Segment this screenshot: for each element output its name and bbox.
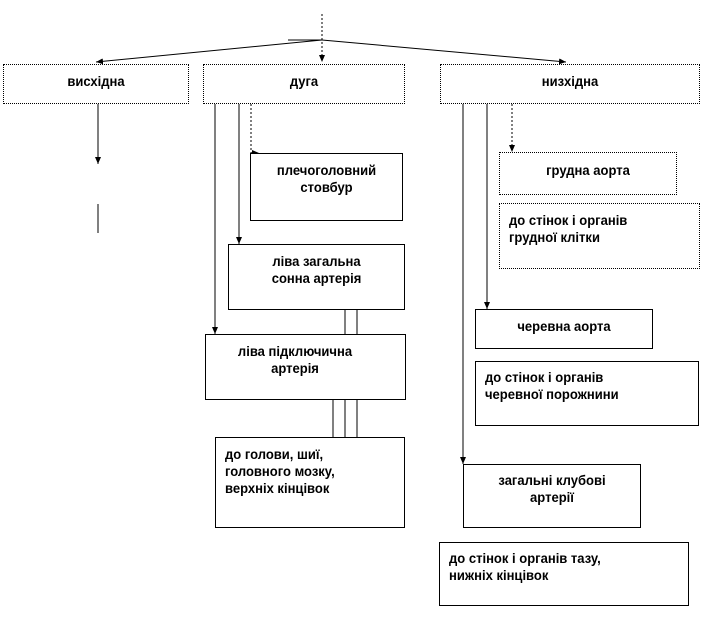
node-abdominal-aorta-box [475, 309, 653, 349]
label-line: сонна артерія [271, 270, 362, 286]
label-line: головного мозку, [225, 463, 335, 479]
node-to-head-label: до голови, шиї, головного мозку, верхніх… [225, 446, 335, 497]
node-left-common-carotid-label: ліва загальна сонна артерія [234, 253, 399, 287]
node-arch-box [203, 64, 405, 104]
label-line: до голови, шиї, [225, 446, 324, 462]
node-left-subclavian-label: ліва підключична артерія [211, 343, 378, 377]
node-ascending-label: висхідна [67, 73, 125, 89]
node-common-iliac-label: загальні клубові артерії [469, 472, 635, 506]
node-left-common-carotid-box [228, 244, 405, 310]
label-line: артерії [530, 489, 574, 505]
node-descending-box [440, 64, 700, 104]
label-line: артерія [271, 360, 319, 376]
label-line: загальні клубові [498, 472, 606, 488]
top-split-connector [321, 39, 567, 65]
node-thoracic-aorta-label: грудна аорта [546, 162, 630, 178]
label-line: грудної клітки [509, 229, 600, 245]
node-ascending-box [3, 64, 189, 104]
node-left-subclavian-box [205, 334, 406, 400]
node-to-abdomen-box [475, 361, 699, 426]
label-line: до стінок і органів тазу, [449, 550, 601, 566]
node-to-abdomen-label: до стінок і органів черевної порожнини [485, 369, 619, 403]
label-line: ліва загальна [272, 253, 361, 269]
node-to-head-box [215, 437, 405, 528]
node-arch-label: дуга [289, 73, 319, 89]
node-to-thorax-box [499, 203, 700, 269]
node-descending-label: низхідна [541, 73, 599, 89]
node-brachiocephalic-label: плечоголовний стовбур [255, 162, 397, 196]
node-to-pelvis-box [439, 542, 689, 606]
node-to-pelvis-label: до стінок і органів тазу, нижніх кінціво… [449, 550, 601, 584]
node-brachiocephalic-box [250, 153, 403, 221]
label-line: плечоголовний [276, 162, 377, 178]
label-line: до стінок і органів [509, 212, 628, 228]
label-line: нижніх кінцівок [449, 567, 549, 583]
node-common-iliac-box [463, 464, 641, 528]
label-line: до стінок і органів [485, 369, 604, 385]
label-line: ліва підключична [237, 343, 353, 359]
label-line: черевної порожнини [485, 386, 619, 402]
node-abdominal-aorta-label: черевна аорта [517, 318, 611, 334]
label-line: стовбур [300, 179, 353, 195]
label-line: верхніх кінцівок [225, 480, 330, 496]
node-to-thorax-label: до стінок і органів грудної клітки [509, 212, 627, 246]
top-split-connector [95, 39, 323, 65]
node-thoracic-aorta-box [499, 152, 677, 195]
